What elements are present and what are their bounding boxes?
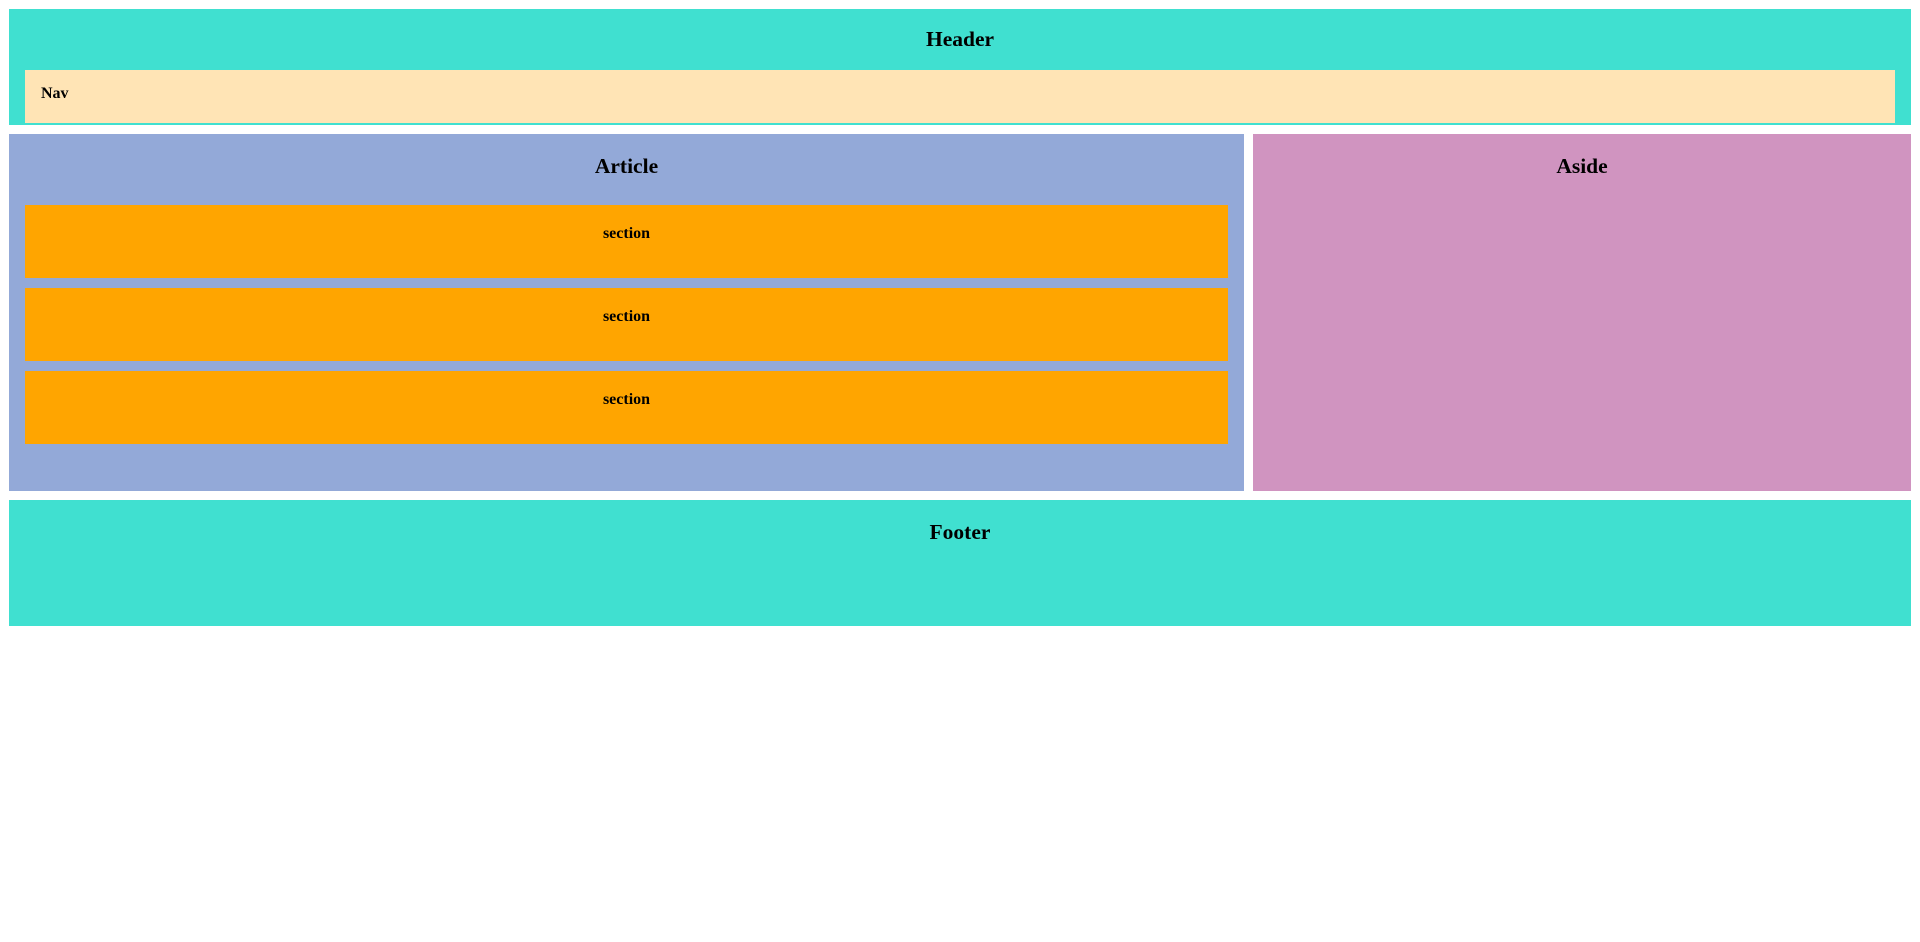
nav-title: Nav — [41, 85, 69, 103]
site-nav[interactable]: Nav — [25, 70, 1895, 124]
section-title: section — [602, 225, 651, 243]
main-content-row: Article section section section Aside — [9, 134, 1911, 491]
aside-region: Aside — [1253, 134, 1911, 491]
footer-title: Footer — [929, 520, 991, 544]
site-header: Header Nav — [9, 9, 1911, 125]
section-title: section — [602, 391, 651, 409]
article-section: section — [25, 288, 1228, 362]
article-region: Article section section section — [9, 134, 1244, 491]
header-title: Header — [925, 27, 995, 51]
section-list: section section section — [25, 205, 1228, 445]
article-section: section — [25, 371, 1228, 445]
page-root: Header Nav Article section section secti… — [9, 9, 1911, 626]
article-title: Article — [594, 154, 659, 178]
section-title: section — [602, 308, 651, 326]
site-footer: Footer — [9, 500, 1911, 626]
aside-title: Aside — [1556, 154, 1608, 178]
article-section: section — [25, 205, 1228, 279]
